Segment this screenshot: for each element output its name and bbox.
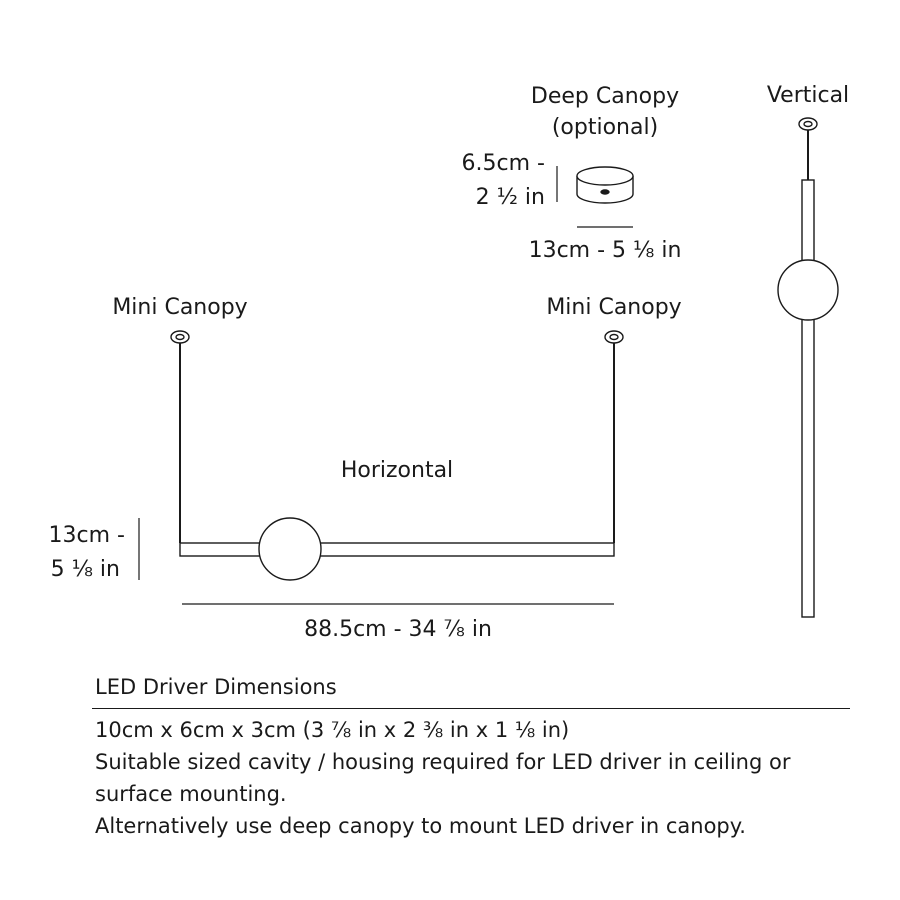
horizontal-label: Horizontal [341,458,453,483]
deep-canopy-optional-label: (optional) [552,115,658,140]
deep-canopy-height-cm: 6.5cm - [462,151,545,176]
drop-height-in: 5 ⅛ in [51,557,120,582]
vertical-pendant-drawing [777,117,839,618]
horizontal-pendant-drawing [170,330,624,581]
deep-canopy-drawing [576,166,634,204]
led-driver-line-2: Suitable sized cavity / housing required… [95,750,791,774]
deep-canopy-height-in: 2 ½ in [476,185,545,210]
led-driver-spec: 10cm x 6cm x 3cm (3 ⅞ in x 2 ⅜ in x 1 ⅛ … [95,714,855,842]
deep-canopy-label: Deep Canopy [531,84,679,109]
led-driver-divider [92,708,850,709]
deep-canopy-width-label: 13cm - 5 ⅛ in [529,238,682,263]
drop-height-cm: 13cm - [49,523,125,548]
led-driver-title: LED Driver Dimensions [95,675,337,699]
vertical-label: Vertical [767,83,849,108]
horizontal-length-label: 88.5cm - 34 ⅞ in [304,617,492,642]
led-driver-line-1: 10cm x 6cm x 3cm (3 ⅞ in x 2 ⅜ in x 1 ⅛ … [95,718,570,742]
led-driver-line-4: Alternatively use deep canopy to mount L… [95,814,746,838]
led-driver-line-3: surface mounting. [95,782,287,806]
mini-canopy-left-label: Mini Canopy [112,295,247,320]
mini-canopy-right-label: Mini Canopy [546,295,681,320]
